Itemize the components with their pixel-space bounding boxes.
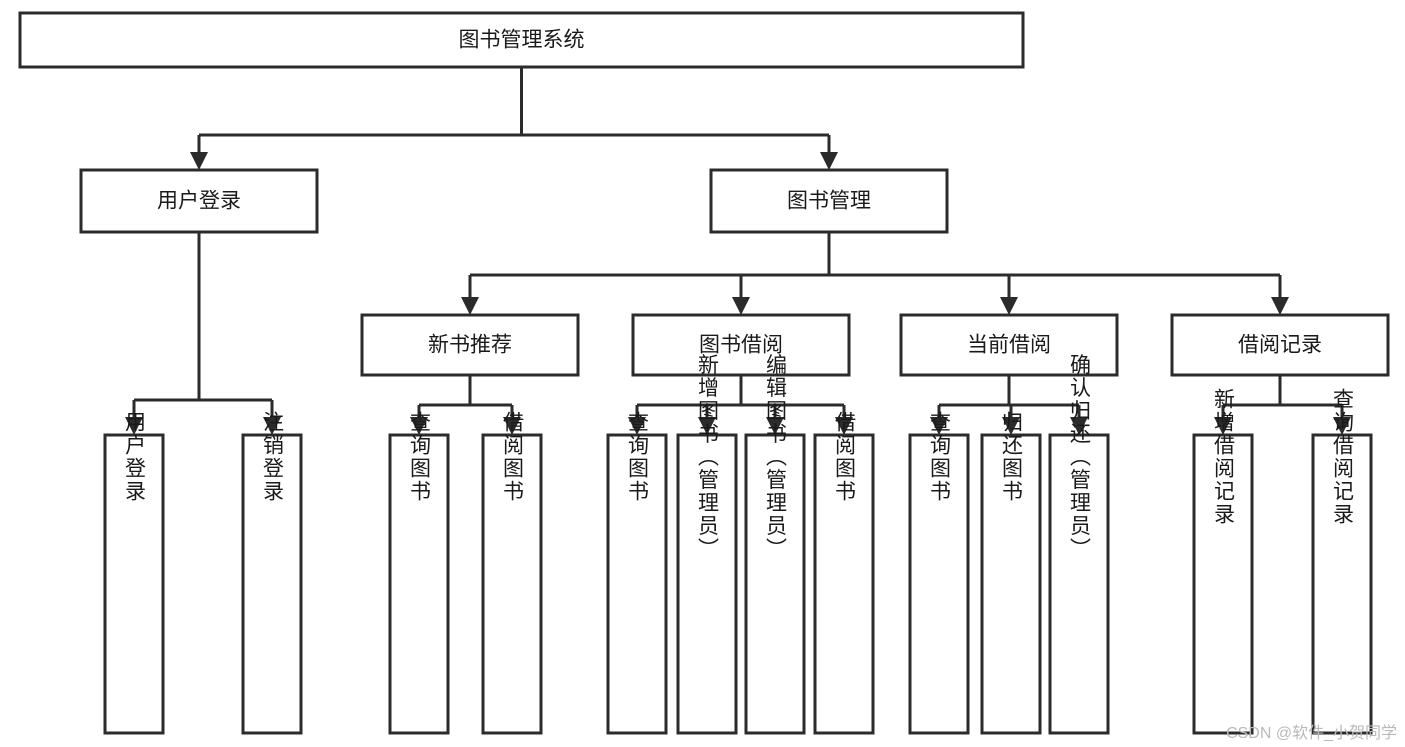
arrow-head (461, 297, 479, 315)
node-leaf-7[interactable]: 编辑图书（管理员） (744, 354, 806, 735)
node-leaf-10[interactable]: 归还图书 (980, 411, 1042, 735)
node-leaf-6[interactable]: 新增图书（管理员） (676, 354, 738, 735)
arrow-head (1002, 417, 1020, 435)
node-box[interactable] (1192, 433, 1254, 735)
node-leaf-11[interactable]: 确认归还（管理员） (1048, 354, 1110, 735)
arrow-head (1333, 417, 1351, 435)
node-box[interactable] (1048, 433, 1110, 735)
node-label: 借阅记录 (1238, 334, 1322, 357)
node-level1-2[interactable]: 图书管理 (709, 168, 949, 234)
node-level2-1[interactable]: 新书推荐 (360, 313, 580, 377)
node-box[interactable] (899, 313, 1119, 377)
arrow-head (190, 152, 208, 170)
arrow-head (125, 417, 143, 435)
arrow-head (1070, 417, 1088, 435)
node-box[interactable] (103, 433, 165, 735)
node-label: 当前借阅 (967, 334, 1051, 357)
node-leaf-2[interactable]: 注销登录 (241, 411, 303, 735)
node-label: 归还图书 (1000, 411, 1024, 503)
node-box[interactable] (18, 11, 1025, 69)
node-level2-3[interactable]: 当前借阅 (899, 313, 1119, 377)
node-label: 注销登录 (261, 411, 285, 503)
node-label: 新书推荐 (428, 334, 512, 357)
node-label: 新增借阅记录 (1212, 388, 1236, 526)
node-box[interactable] (481, 433, 543, 735)
arrow-head (410, 417, 428, 435)
node-label: 确认归还（管理员） (1068, 354, 1092, 561)
node-label: 用户登录 (123, 411, 147, 503)
node-root-library-system[interactable]: 图书管理系统 (18, 11, 1025, 69)
node-leaf-13[interactable]: 查询借阅记录 (1311, 388, 1373, 735)
node-box[interactable] (388, 433, 450, 735)
arrow-head (1271, 297, 1289, 315)
arrow-head (698, 417, 716, 435)
node-box[interactable] (744, 433, 806, 735)
arrow-head (835, 417, 853, 435)
arrow-head (628, 417, 646, 435)
arrow-head (503, 417, 521, 435)
node-label: 图书管理 (787, 190, 871, 213)
node-label: 查询借阅记录 (1331, 388, 1355, 526)
node-leaf-12[interactable]: 新增借阅记录 (1192, 388, 1254, 735)
node-box[interactable] (631, 313, 851, 377)
arrow-head (263, 417, 281, 435)
node-box[interactable] (241, 433, 303, 735)
node-leaf-9[interactable]: 查询图书 (908, 411, 970, 735)
arrow-head (766, 417, 784, 435)
node-label: 用户登录 (157, 190, 241, 213)
arrow-head (820, 152, 838, 170)
node-label: 借阅图书 (501, 411, 525, 503)
node-box[interactable] (676, 433, 738, 735)
node-leaf-5[interactable]: 查询图书 (606, 411, 668, 735)
node-box[interactable] (813, 433, 875, 735)
node-leaf-3[interactable]: 查询图书 (388, 411, 450, 735)
node-level2-2[interactable]: 图书借阅 (631, 313, 851, 377)
node-box[interactable] (606, 433, 668, 735)
csdn-watermark: CSDN @软件_小贺同学 (1226, 725, 1397, 742)
node-leaf-8[interactable]: 借阅图书 (813, 411, 875, 735)
node-box[interactable] (79, 168, 319, 234)
arrow-head (930, 417, 948, 435)
node-box[interactable] (908, 433, 970, 735)
node-level2-4[interactable]: 借阅记录 (1170, 313, 1390, 377)
arrow-head (1000, 297, 1018, 315)
node-label: 查询图书 (408, 411, 432, 503)
node-box[interactable] (1170, 313, 1390, 377)
node-label: 借阅图书 (833, 411, 857, 503)
arrow-head (732, 297, 750, 315)
arrow-head (1214, 417, 1232, 435)
node-box[interactable] (1311, 433, 1373, 735)
node-box[interactable] (709, 168, 949, 234)
node-label: 查询图书 (928, 411, 952, 503)
node-level1-1[interactable]: 用户登录 (79, 168, 319, 234)
node-label: 编辑图书（管理员） (764, 354, 788, 561)
node-label: 图书借阅 (699, 334, 783, 357)
node-label: 图书管理系统 (459, 29, 585, 52)
node-box[interactable] (980, 433, 1042, 735)
node-label: 新增图书（管理员） (696, 354, 720, 561)
node-leaf-4[interactable]: 借阅图书 (481, 411, 543, 735)
node-leaf-1[interactable]: 用户登录 (103, 411, 165, 735)
node-box[interactable] (360, 313, 580, 377)
node-label: 查询图书 (626, 411, 650, 503)
